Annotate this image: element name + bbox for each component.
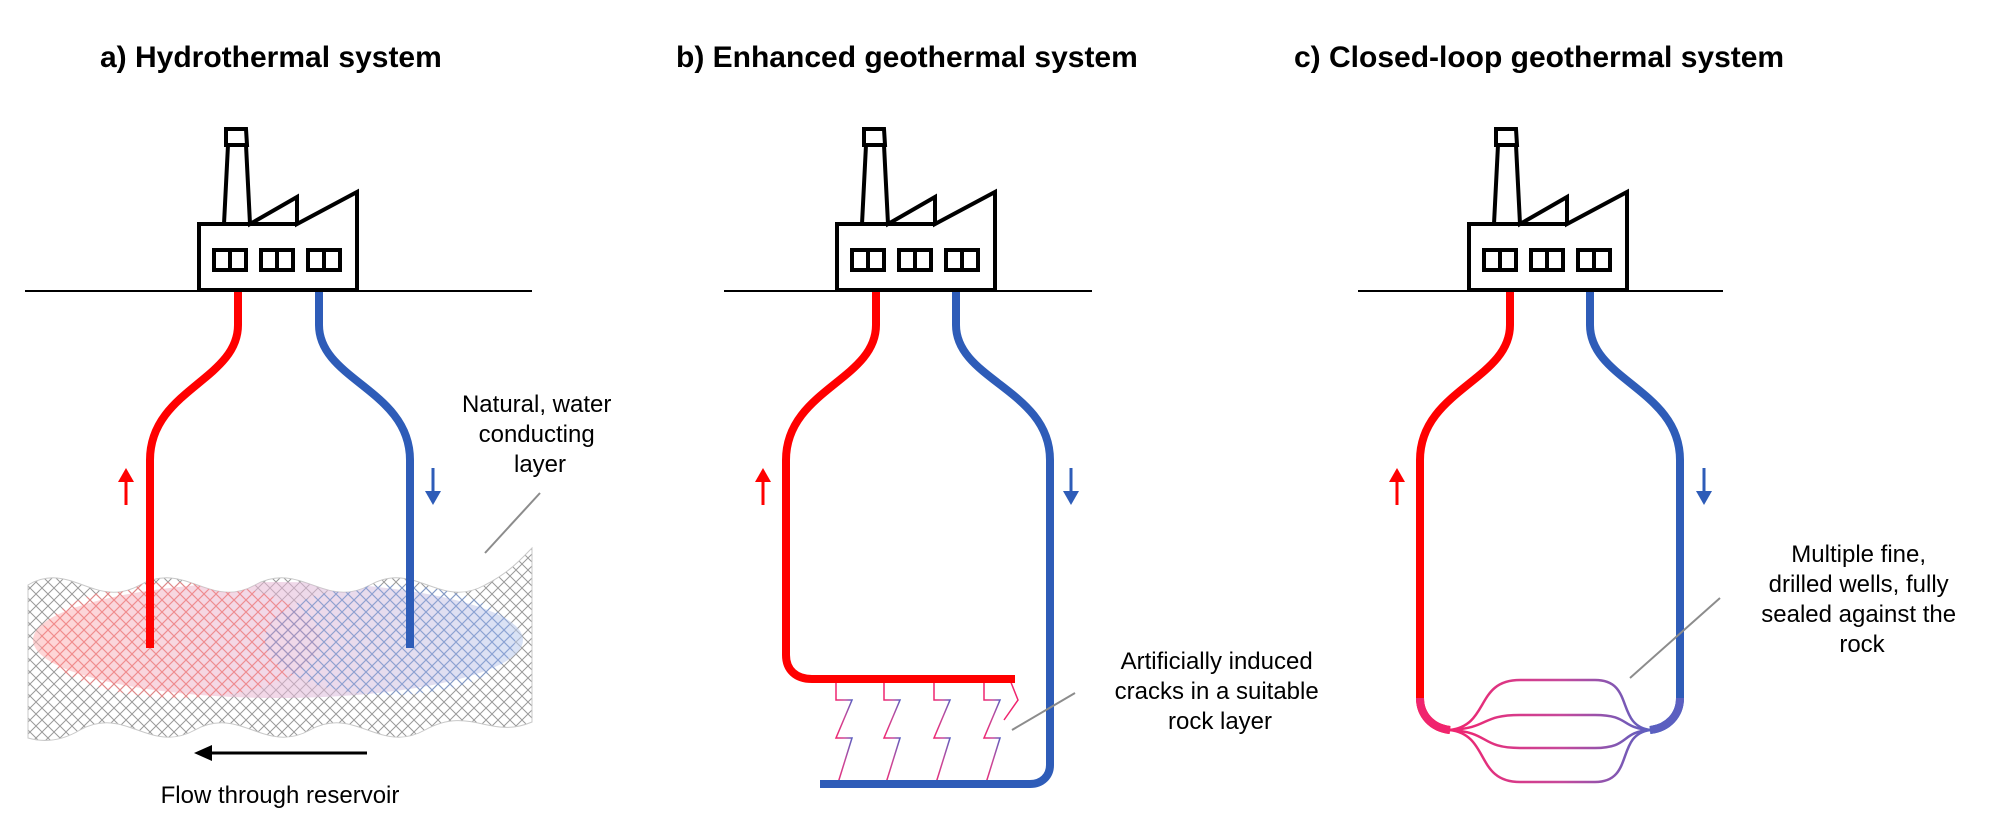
factory-icon <box>1467 127 1629 292</box>
arrow-up-icon <box>755 468 771 505</box>
arrow-down-icon <box>1063 468 1079 505</box>
panel-title: a) Hydrothermal system <box>100 41 442 74</box>
injection-well <box>820 292 1054 788</box>
arrow-up-icon <box>1389 468 1405 505</box>
annotation-pointer <box>1011 692 1076 731</box>
fine-drilled-wells <box>1449 678 1651 784</box>
production-well <box>782 292 1015 683</box>
injection-well <box>1586 292 1684 734</box>
factory-icon <box>197 127 359 292</box>
panel-hydrothermal: a) Hydrothermal system <box>25 41 618 809</box>
natural-reservoir-layer <box>27 546 533 741</box>
arrow-down-icon <box>1696 468 1712 505</box>
annotation-pointer <box>484 492 541 554</box>
panel-title: b) Enhanced geothermal system <box>676 41 1138 74</box>
annotation-induced-cracks: Artificially induced cracks in a suitabl… <box>1115 648 1326 735</box>
arrow-left-icon <box>194 745 367 761</box>
annotation-pointer <box>1629 597 1721 679</box>
annotation-fine-wells: Multiple fine, drilled wells, fully seal… <box>1761 541 1962 658</box>
induced-cracks <box>834 679 1019 784</box>
injection-well <box>315 292 414 648</box>
arrow-down-icon <box>425 468 441 505</box>
panel-enhanced: b) Enhanced geothermal system Artificial… <box>676 41 1326 788</box>
arrow-up-icon <box>118 468 134 505</box>
panel-title: c) Closed-loop geothermal system <box>1294 41 1784 74</box>
annotation-natural-layer: Natural, water conducting layer <box>462 391 618 478</box>
production-well <box>146 292 242 648</box>
factory-icon <box>835 127 997 292</box>
production-well <box>1416 292 1514 734</box>
flow-label: Flow through reservoir <box>161 782 400 809</box>
panel-closed-loop: c) Closed-loop geothermal system Multipl… <box>1294 41 1962 784</box>
